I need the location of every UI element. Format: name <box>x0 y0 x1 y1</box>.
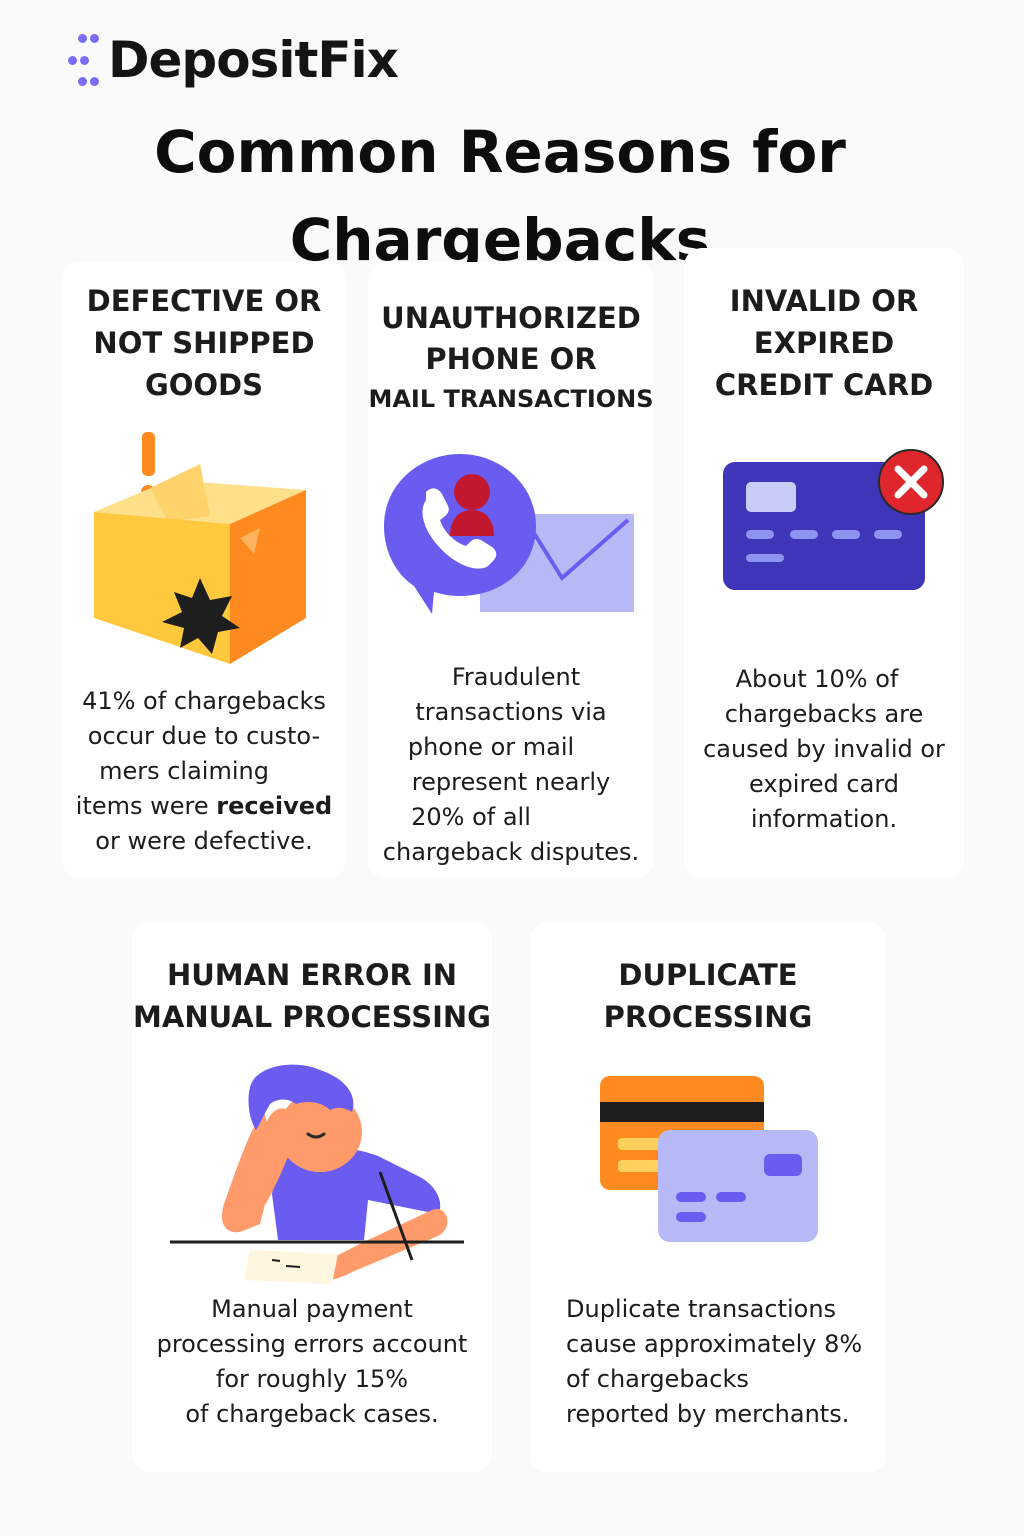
invalid-card-icon <box>723 449 944 590</box>
reason-card-invalid-card: INVALID OR EXPIRED CREDIT CARD About 10%… <box>684 248 964 878</box>
reason-card-duplicate-processing: DUPLICATE PROCESSING Duplicate transacti… <box>530 922 886 1472</box>
card-title: DUPLICATE PROCESSING <box>603 958 813 1034</box>
card-title: INVALID OR EXPIRED CREDIT CARD <box>714 284 934 402</box>
card-title: DEFECTIVE OR NOT SHIPPED GOODS <box>86 284 322 402</box>
card-body: About 10% of chargebacks are caused by i… <box>703 665 945 833</box>
page-title-line-1: Common Reasons for <box>154 118 846 186</box>
card-body: Fraudulent transactions via phone or mai… <box>382 663 640 866</box>
duplicate-cards-icon <box>600 1076 818 1242</box>
stressed-person-icon <box>170 1064 464 1284</box>
card-body: Duplicate transactions cause approximate… <box>566 1295 863 1428</box>
logo-text: DepositFix <box>108 31 399 89</box>
reason-card-unauthorized-transactions: UNAUTHORIZED PHONE OR MAIL TRANSACTIONS … <box>368 262 654 878</box>
phone-mail-icon <box>384 454 634 614</box>
depositfix-logo: DepositFix <box>68 30 399 90</box>
damaged-box-icon <box>94 432 306 664</box>
card-title: HUMAN ERROR IN MANUAL PROCESSING <box>133 958 491 1034</box>
card-body: Manual payment processing errors account… <box>156 1295 468 1428</box>
card-title: UNAUTHORIZED PHONE OR MAIL TRANSACTIONS <box>368 301 654 413</box>
page-title: Common Reasons for Chargebacks <box>0 108 1000 284</box>
logo-mark-icon <box>68 30 124 90</box>
reason-card-human-error: HUMAN ERROR IN MANUAL PROCESSING Manual … <box>132 922 492 1472</box>
reason-card-defective-goods: DEFECTIVE OR NOT SHIPPED GOODS 41% of ch… <box>62 262 346 878</box>
card-body: 41% of chargebacks occur due to custo- m… <box>75 687 333 855</box>
